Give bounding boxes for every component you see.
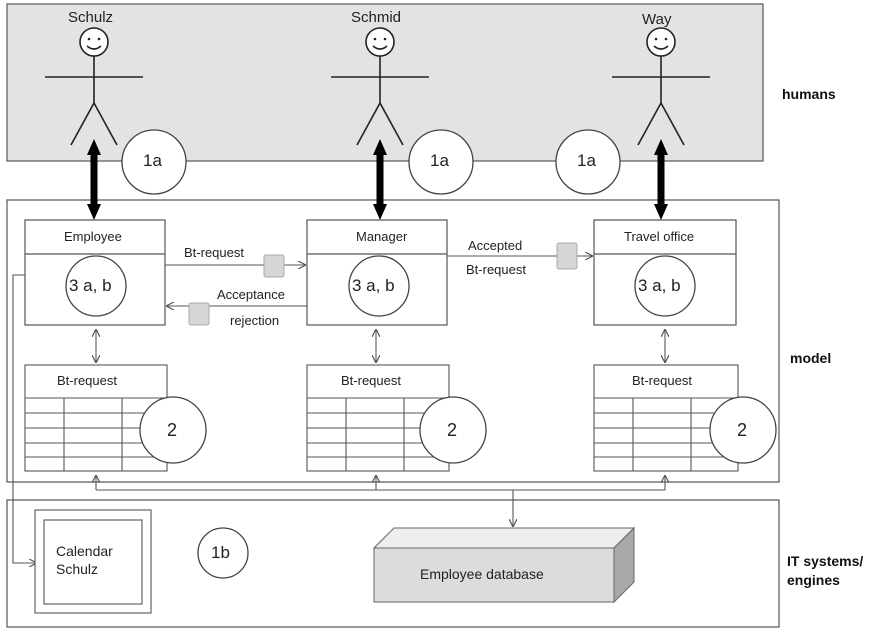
marker-3ab-circle-travel: [634, 255, 696, 317]
marker-1b-circle: [197, 527, 249, 579]
actor-schmid-figure: [331, 27, 429, 146]
marker-1a-label-3: 1a: [577, 151, 596, 170]
marker-3ab-circle-manager: [348, 255, 410, 317]
role-title-travel-office: Travel office: [624, 229, 695, 244]
layer-label-humans: humans: [782, 86, 836, 102]
layer-label-model: model: [790, 350, 832, 366]
employee-database-label: Employee database: [420, 566, 544, 582]
marker-2-circle-employee: [139, 396, 207, 464]
calendar-inner-box: [43, 519, 143, 605]
layer-label-it-line1: IT systems/: [787, 553, 864, 569]
actor-schulz-figure: [45, 27, 143, 146]
marker-3ab-label-manager: 3 a, b: [352, 276, 395, 295]
marker-2-label-travel: 2: [737, 420, 748, 440]
role-title-manager: Manager: [356, 229, 408, 244]
flow-label-accepted: Accepted: [468, 238, 523, 253]
marker-1a-circle-2: [408, 129, 474, 195]
marker-3ab-circle-employee: [65, 255, 127, 317]
message-box-1: [263, 254, 285, 278]
flow-label-rejection: rejection: [230, 313, 280, 328]
role-title-employee: Employee: [64, 229, 122, 244]
actor-way-figure: [612, 27, 710, 146]
bt-table-employee: [24, 364, 168, 472]
calendar-label-line1: Calendar: [56, 543, 113, 559]
marker-2-circle-manager: [419, 396, 487, 464]
table-title-manager: Bt-request: [341, 373, 401, 388]
message-box-2: [188, 302, 210, 326]
calendar-link: [12, 274, 36, 563]
layer-label-it-line2: engines: [787, 572, 840, 588]
marker-1a-circle-1: [121, 129, 187, 195]
message-box-3: [556, 242, 578, 270]
actor-name-schulz: Schulz: [68, 9, 114, 26]
actor-name-way: Way: [642, 11, 672, 28]
employee-database: [372, 526, 636, 604]
marker-3ab-label-travel: 3 a, b: [638, 276, 681, 295]
table-title-travel: Bt-request: [632, 373, 692, 388]
marker-2-label-employee: 2: [167, 420, 178, 440]
marker-1a-circle-3: [555, 129, 621, 195]
marker-1b-label: 1b: [211, 543, 230, 562]
marker-2-circle-travel: [709, 396, 777, 464]
flow-label-accepted-bt: Bt-request: [466, 262, 526, 277]
flow-label-acceptance: Acceptance: [217, 287, 285, 302]
marker-1a-label-2: 1a: [430, 151, 449, 170]
marker-2-label-manager: 2: [447, 420, 458, 440]
actor-name-schmid: Schmid: [351, 9, 402, 26]
flow-label-bt-request: Bt-request: [184, 245, 244, 260]
marker-1a-label-1: 1a: [143, 151, 162, 170]
table-title-employee: Bt-request: [57, 373, 117, 388]
marker-3ab-label-employee: 3 a, b: [69, 276, 112, 295]
calendar-label-line2: Schulz: [56, 561, 99, 577]
